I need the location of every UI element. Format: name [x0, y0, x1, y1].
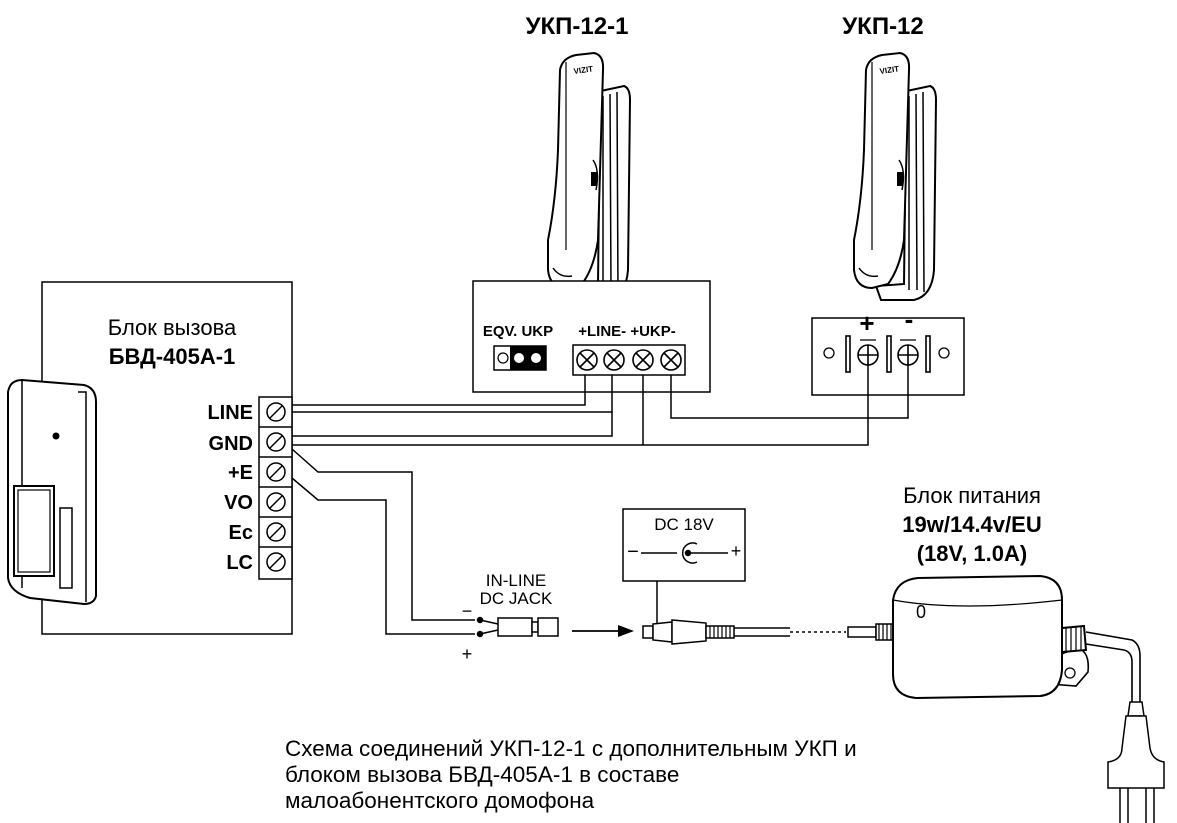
handset-primary-brand-label: VIZIT [573, 64, 594, 76]
call-unit: Блок вызова БВД-405А-1 LINE GND +E VO Ec… [7, 281, 293, 635]
power-supply-model: 19w/14.4v/EU [902, 512, 1041, 537]
call-unit-terminal-block [259, 402, 292, 572]
primary-screw-terminals [576, 349, 682, 371]
terminal-label-e: +E [228, 462, 253, 484]
diagram-caption: Схема соединений УКП-12-1 с дополнительн… [285, 736, 1045, 814]
plug-polarity-label: DC 18V − + [622, 508, 746, 624]
handset-primary-title: УКП-12-1 [526, 13, 629, 40]
inline-dc-jack: IN-LINE DC JACK − + [462, 571, 559, 664]
dc-jack-minus: − [462, 601, 473, 621]
secondary-terminal-board: + - [811, 304, 965, 396]
caption-line-1: Схема соединений УКП-12-1 с дополнительн… [285, 736, 857, 761]
handset-secondary-brand-label: VIZIT [879, 64, 900, 76]
secondary-plus-label: + [859, 308, 874, 338]
terminal-label-ec: Ec [229, 522, 253, 544]
terminal-label-line: LINE [207, 402, 253, 424]
secondary-minus-label: - [905, 304, 914, 334]
power-supply-title: Блок питания [903, 483, 1041, 508]
connect-arrow [572, 625, 634, 637]
primary-terminal-board: EQV. UKP +LINE- +UKP- [472, 280, 711, 393]
caption-line-3: малоабонентского домофона [285, 788, 595, 813]
plug-label-minus: − [627, 541, 639, 563]
plug-label-plus: + [731, 541, 742, 561]
power-supply: Блок питания 19w/14.4v/EU (18V, 1.0A) 0 [892, 483, 1165, 823]
dc-jack-label-1: IN-LINE [486, 571, 546, 590]
primary-terminal-label: +LINE- +UKP- [578, 323, 676, 340]
handset-secondary-title: УКП-12 [842, 13, 924, 40]
wiring [291, 365, 909, 635]
terminal-label-vo: VO [224, 492, 253, 514]
jumper-label: EQV. UKP [483, 323, 553, 340]
dc-jack-plus: + [462, 644, 473, 664]
power-supply-indicator: 0 [916, 602, 926, 622]
call-unit-title: Блок вызова [108, 315, 237, 340]
dc-plug [642, 619, 895, 645]
power-supply-rating: (18V, 1.0A) [917, 541, 1027, 566]
handset-secondary: VIZIT [853, 51, 938, 301]
caption-line-2: блоком вызова БВД-405А-1 в составе [285, 762, 680, 787]
call-unit-model: БВД-405А-1 [109, 344, 236, 369]
jumper-block [493, 345, 547, 371]
terminal-label-gnd: GND [209, 433, 253, 455]
terminal-label-lc: LC [226, 552, 253, 574]
plug-label-title: DC 18V [654, 515, 714, 534]
dc-jack-label-2: DC JACK [480, 589, 553, 608]
handset-primary: VIZIT [547, 51, 632, 301]
call-panel-device [7, 378, 97, 606]
